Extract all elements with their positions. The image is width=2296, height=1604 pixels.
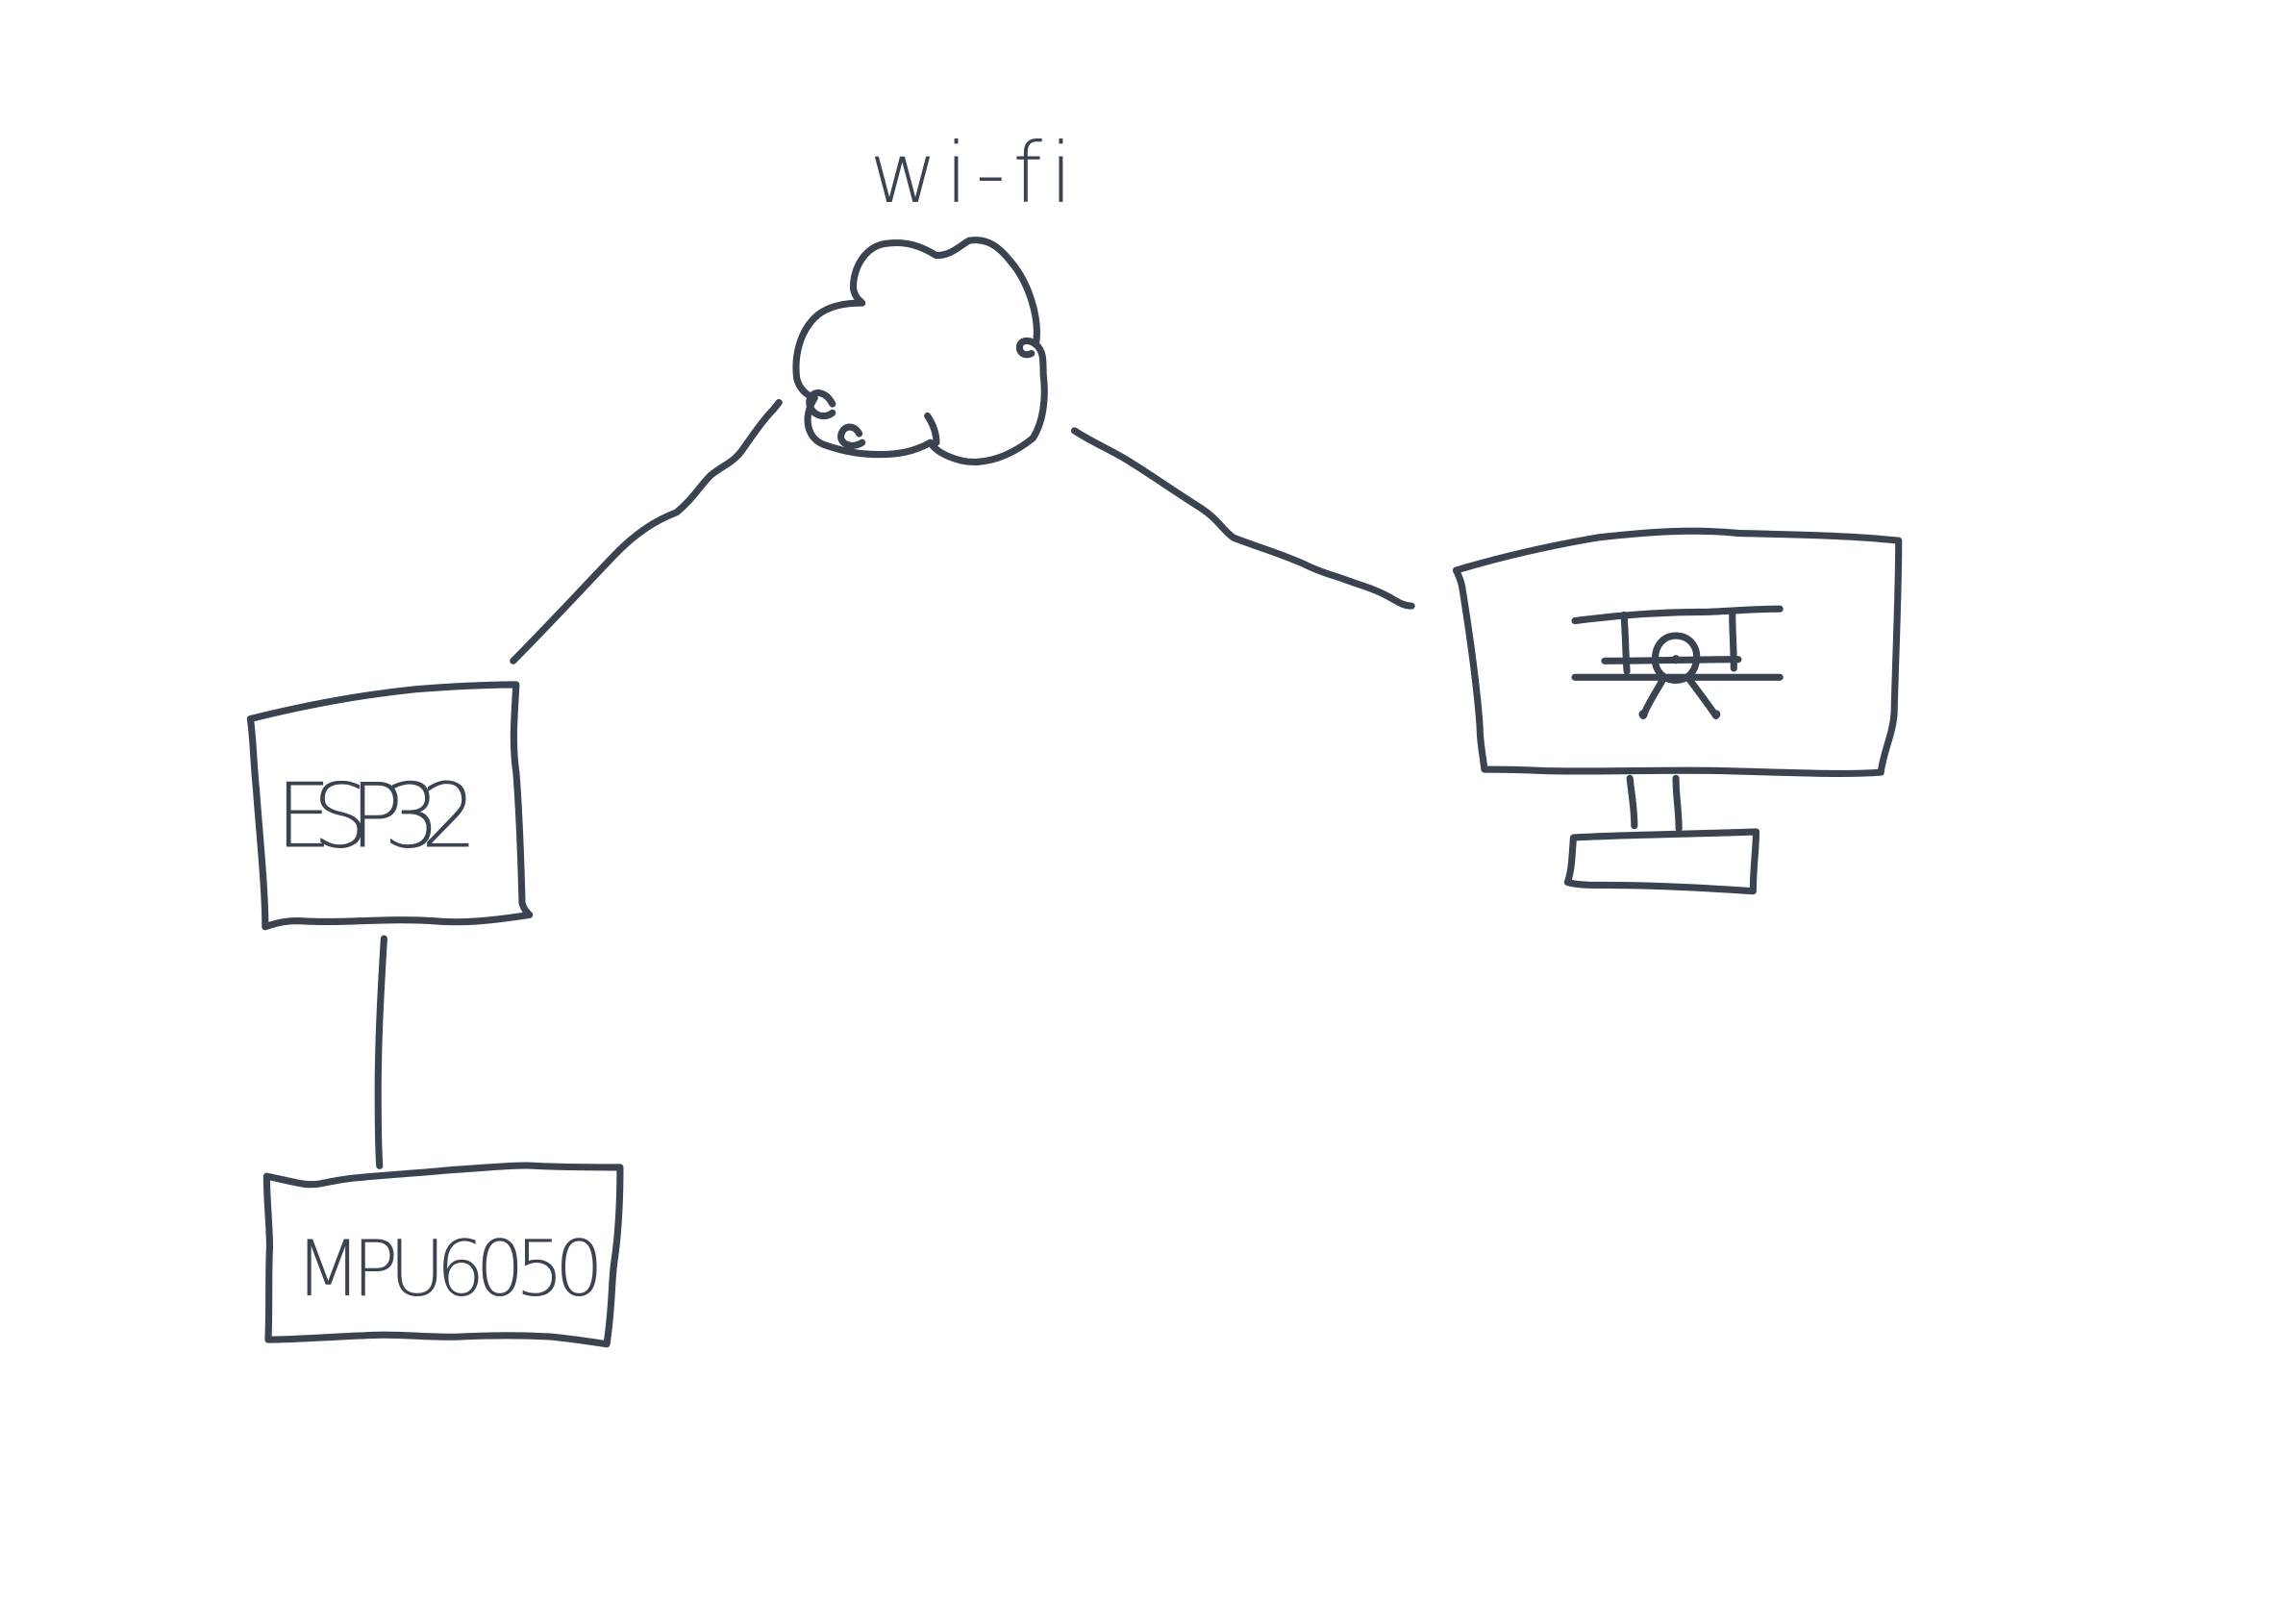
model-foot-left: [1638, 710, 1648, 719]
cloud-outline: [792, 237, 1048, 465]
model-inner-bar: [1601, 656, 1742, 664]
link-wifi-computer: [1070, 427, 1415, 610]
model-leg-left: [1639, 673, 1668, 719]
monitor-base: [1563, 828, 1760, 895]
model-center-dot: [1671, 655, 1681, 664]
link-esp32-mpu6050: [374, 935, 387, 1169]
wifi-label: wi-fi: [869, 126, 1080, 222]
esp32-label: ESP32: [276, 764, 478, 867]
cloud-curl-right: [1015, 337, 1039, 359]
cloud-curl-left: [806, 389, 836, 420]
cloud-inner-stroke: [924, 412, 940, 446]
model-leg-right: [1684, 673, 1720, 719]
cloud-icon: [792, 237, 1048, 465]
model-post-right: [1729, 610, 1737, 672]
monitor-stand-right: [1672, 774, 1683, 833]
mpu6050-box: [262, 1162, 624, 1348]
model-foot-right: [1711, 710, 1721, 719]
esp32-node: ESP32: [246, 681, 534, 931]
monitor-icon: [1452, 527, 1903, 895]
model-post-left: [1620, 611, 1631, 675]
esp32-box: [246, 681, 534, 931]
model-top-bar: [1571, 605, 1784, 625]
monitor-screen: [1452, 527, 1903, 777]
mpu6050-node: MPU6050: [262, 1162, 624, 1348]
link-esp32-wifi: [510, 398, 783, 664]
3d-model-icon: [1571, 605, 1784, 719]
mpu6050-label: MPU6050: [295, 1223, 604, 1314]
monitor-stand-left: [1626, 774, 1638, 830]
cloud-curl-bottom: [837, 423, 866, 449]
